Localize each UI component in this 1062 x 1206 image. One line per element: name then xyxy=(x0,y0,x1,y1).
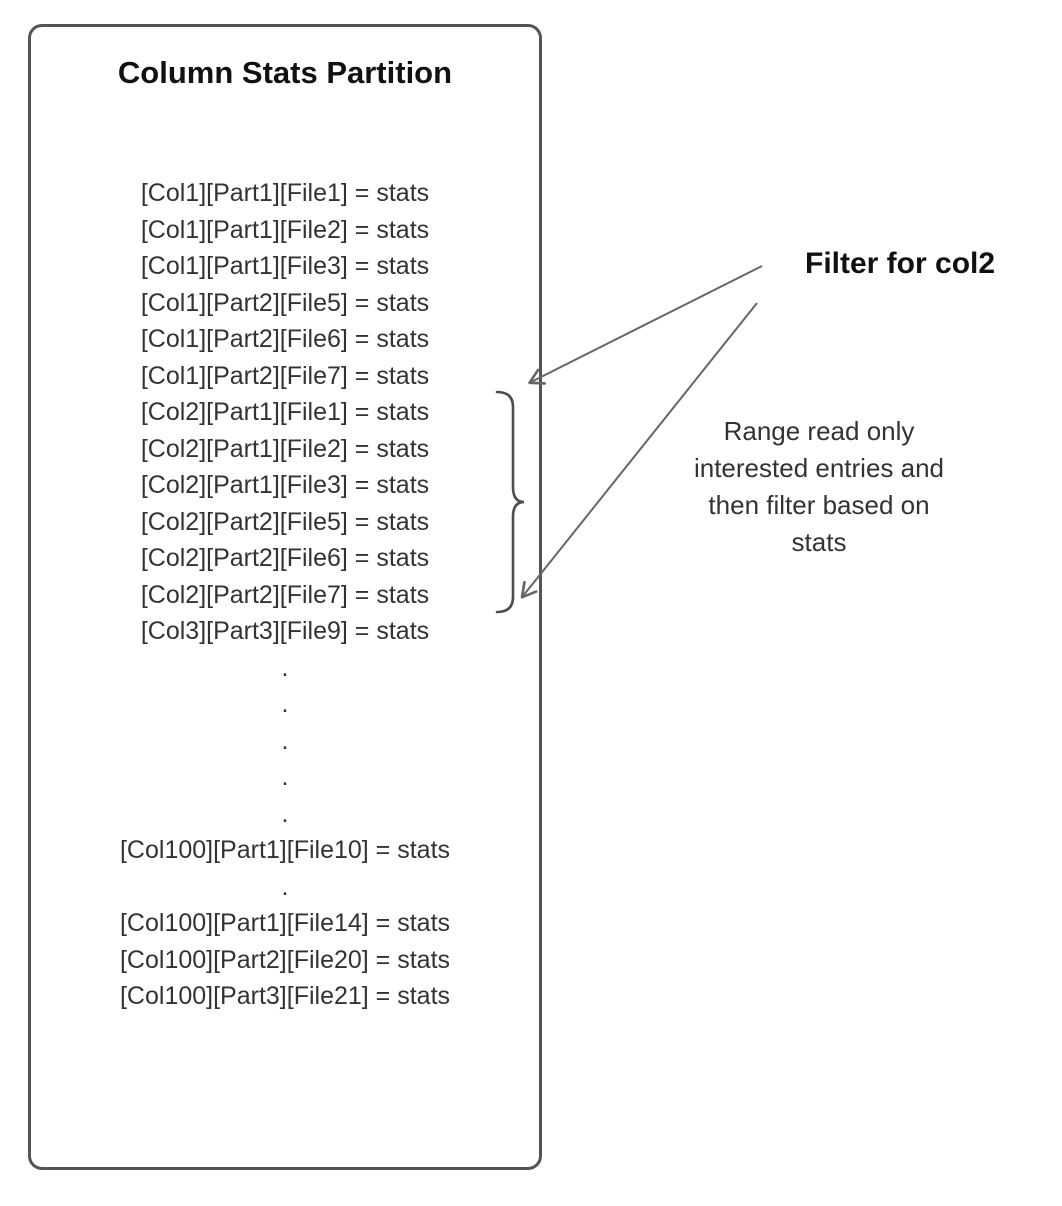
entry-line: [Col1][Part1][File1] = stats xyxy=(140,179,430,207)
entry-line: [Col100][Part2][File20] = stats xyxy=(119,945,451,974)
entry-line: [Col1][Part2][File7] = stats xyxy=(140,361,430,390)
entry-line: [Col100][Part1][File10] = stats xyxy=(119,836,451,864)
range-note-line: Range read only xyxy=(723,416,915,446)
entry-line: [Col100][Part3][File21] = stats xyxy=(119,982,451,1010)
range-note: Range read only interested entries and the… xyxy=(663,413,975,561)
box-title: Column Stats Partition xyxy=(117,55,453,90)
entry-line: [Col100][Part1][File14] = stats xyxy=(119,909,451,937)
range-note-line: interested entries and xyxy=(693,453,945,483)
column-stats-partition-box: Column Stats Partition [Col1][Part1][Fil… xyxy=(28,24,542,1170)
entry-line: . xyxy=(281,872,289,901)
entry-list: [Col1][Part1][File1] = stats [Col1][Part1… xyxy=(31,175,539,1015)
entry-line: [Col2][Part2][File5] = stats xyxy=(140,507,430,536)
range-note-line: then filter based on xyxy=(708,490,930,520)
entry-line: [Col1][Part1][File3] = stats xyxy=(140,252,430,280)
entry-line: . xyxy=(281,690,289,718)
entry-line: [Col2][Part1][File3] = stats xyxy=(140,471,430,499)
entry-line: [Col2][Part2][File7] = stats xyxy=(140,580,430,609)
entry-line: [Col1][Part2][File5] = stats xyxy=(140,288,430,317)
range-note-line: stats xyxy=(791,527,847,557)
filter-label: Filter for col2 xyxy=(805,247,996,280)
entry-line: [Col1][Part1][File2] = stats xyxy=(140,215,430,244)
entry-line: [Col1][Part2][File6] = stats xyxy=(140,325,430,353)
entry-line: [Col2][Part1][File1] = stats xyxy=(140,398,430,426)
entry-line: [Col2][Part2][File6] = stats xyxy=(140,544,430,572)
entry-line: . xyxy=(281,763,289,791)
entry-line: . xyxy=(281,653,289,682)
entry-line: [Col2][Part1][File2] = stats xyxy=(140,434,430,463)
arrow-top-icon xyxy=(528,265,763,385)
entry-line: [Col3][Part3][File9] = stats xyxy=(140,617,430,645)
entry-line: . xyxy=(281,726,289,755)
entry-line: . xyxy=(281,799,289,828)
